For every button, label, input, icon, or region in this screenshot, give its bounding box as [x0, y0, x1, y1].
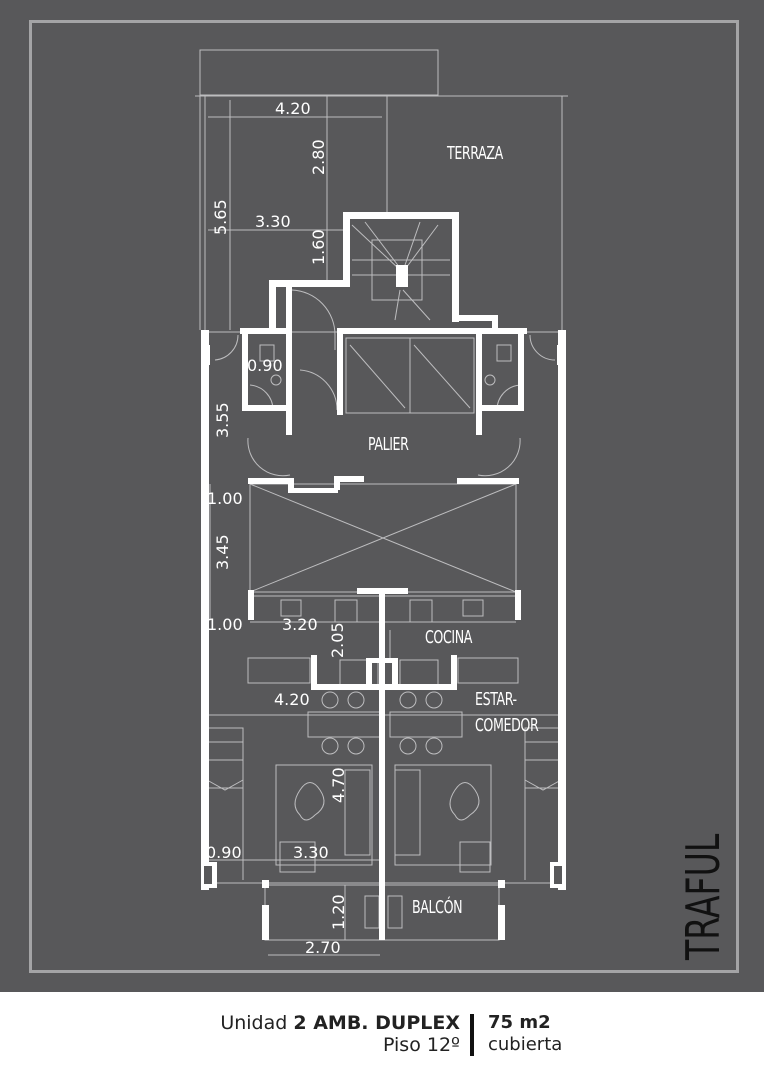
unit-description: Unidad 2 AMB. DUPLEX Piso 12º — [220, 1012, 460, 1056]
dim-void-depth: 3.45 — [213, 534, 232, 570]
dim-living-depth: 4.70 — [329, 767, 348, 803]
dim-stair-depth: 1.60 — [309, 229, 328, 265]
area-type: cubierta — [488, 1034, 563, 1055]
unit-info-footer: Unidad 2 AMB. DUPLEX Piso 12º 75 m2 cubi… — [0, 992, 764, 1080]
unit-area: 75 m2 cubierta — [488, 1012, 562, 1056]
building-name: TRAFUL — [676, 833, 730, 960]
room-label-estar: ESTAR- — [475, 689, 517, 710]
dim-terrace-total: 5.65 — [211, 199, 230, 235]
dim-terrace-depth: 2.80 — [309, 139, 328, 175]
footer-divider — [470, 1014, 474, 1056]
dim-gap-bottom: 1.00 — [207, 615, 243, 634]
dim-gap-top: 1.00 — [207, 489, 243, 508]
dim-bath-width: 0.90 — [247, 356, 283, 375]
dim-balcony-depth: 1.20 — [329, 894, 348, 930]
dim-kitchen-width: 3.20 — [282, 615, 318, 634]
dim-lounge-width: 3.30 — [293, 843, 329, 862]
floor-plan-board: TERRAZA PALIER COCINA ESTAR- COMEDOR BAL… — [0, 0, 764, 992]
room-label-terraza: TERRAZA — [447, 143, 503, 164]
dim-stair-width: 3.30 — [255, 212, 291, 231]
floor-plan-drawing — [195, 49, 568, 956]
unit-floor: Piso 12º — [382, 1034, 460, 1056]
dim-balcony-width: 2.70 — [305, 938, 341, 957]
unit-label: Unidad — [220, 1012, 288, 1034]
dim-side-width: 0.90 — [206, 843, 242, 862]
dim-palier-depth: 3.55 — [213, 402, 232, 438]
dim-living-width: 4.20 — [274, 690, 310, 709]
room-label-balcon: BALCÓN — [412, 897, 463, 918]
area-value: 75 m2 — [488, 1012, 551, 1033]
plan-frame — [29, 20, 739, 973]
room-label-comedor: COMEDOR — [475, 715, 539, 736]
room-label-cocina: COCINA — [425, 627, 473, 648]
dim-terrace-width: 4.20 — [275, 99, 311, 118]
dim-kitchen-depth: 2.05 — [328, 622, 347, 658]
unit-type: 2 AMB. DUPLEX — [293, 1012, 460, 1034]
room-label-palier: PALIER — [368, 434, 409, 455]
